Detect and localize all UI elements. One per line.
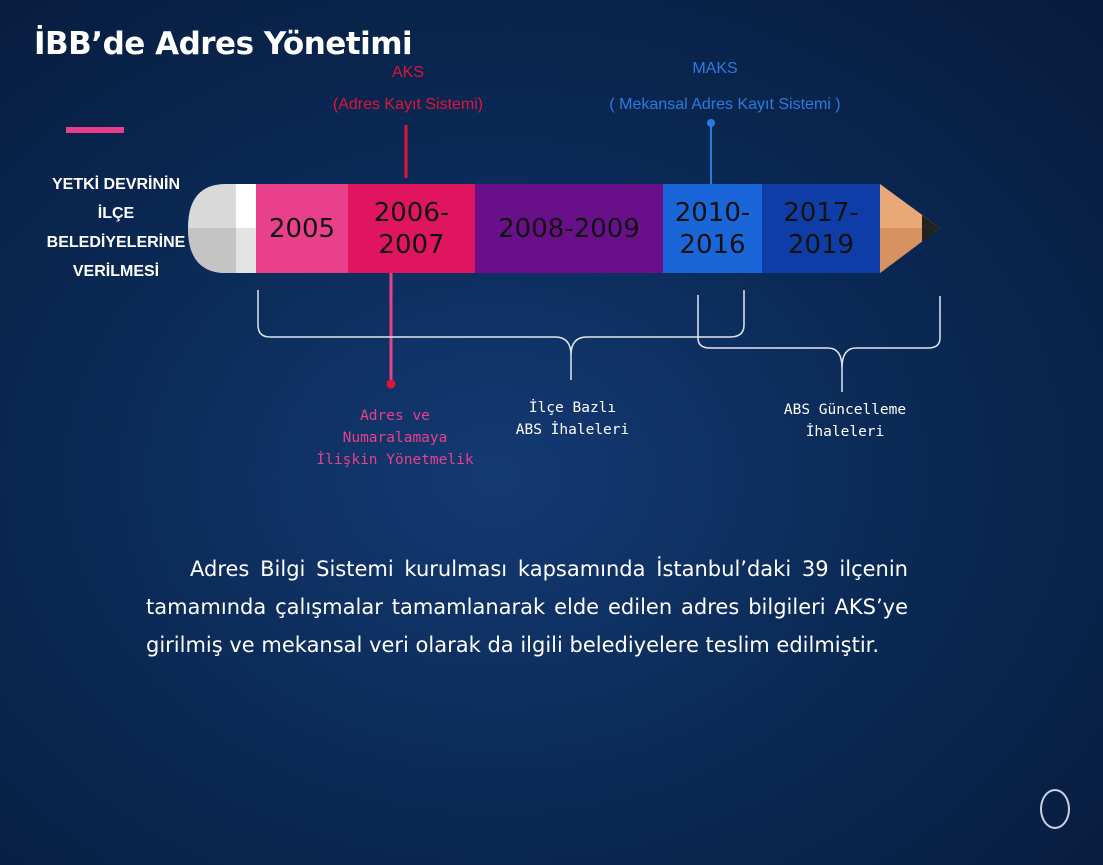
pencil-segment-2008-2009 bbox=[475, 184, 663, 273]
pencil-segment-2005 bbox=[256, 184, 348, 273]
update-tenders-brace bbox=[697, 295, 941, 392]
regulation-label: Adres ve Numaralamaya İlişkin Yönetmelik bbox=[316, 408, 474, 468]
update-tenders-label: ABS Güncelleme İhaleleri bbox=[783, 402, 907, 440]
pencil-segment-2006-2007 bbox=[348, 184, 475, 273]
side-label-line: BELEDİYELERİNE bbox=[46, 234, 186, 251]
regulation-connector-dot bbox=[386, 379, 396, 389]
district-tenders-brace bbox=[257, 290, 745, 380]
page-title: İBB’de Adres Yönetimi bbox=[34, 26, 413, 62]
side-label-line: İLÇE bbox=[97, 205, 135, 222]
segment-label-2006-2007: 2006-2007 bbox=[373, 198, 450, 260]
segment-label-2010-2016: 2010-2016 bbox=[674, 198, 751, 260]
pencil-segment-2010-2016 bbox=[663, 184, 762, 273]
segment-label-2005: 2005 bbox=[268, 214, 336, 244]
maks-subtitle: ( Mekansal Adres Kayıt Sistemi ) bbox=[609, 96, 841, 113]
pencil-segment-2017-2019 bbox=[762, 184, 880, 273]
pencil-timeline bbox=[188, 119, 941, 392]
aks-subtitle: (Adres Kayıt Sistemi) bbox=[332, 96, 484, 113]
maks-title: MAKS bbox=[692, 60, 738, 77]
side-label-line: YETKİ DEVRİNİN bbox=[51, 176, 180, 193]
pencil-lead bbox=[922, 215, 940, 242]
district-tenders-label: İlçe Bazlı ABS İhaleleri bbox=[515, 400, 630, 438]
side-label: YETKİ DEVRİNİN İLÇE BELEDİYELERİNE VERİL… bbox=[30, 170, 202, 286]
pencil-ferrule-shade bbox=[236, 228, 256, 273]
title-accent-bar bbox=[66, 127, 124, 133]
description-paragraph: Adres Bilgi Sistemi kurulması kapsamında… bbox=[146, 557, 908, 657]
segment-label-2008-2009: 2008-2009 bbox=[498, 214, 640, 244]
aks-title: AKS bbox=[391, 64, 424, 81]
segment-label-2017-2019: 2017-2019 bbox=[783, 198, 859, 260]
circle-icon bbox=[1040, 789, 1070, 829]
side-label-line: VERİLMESİ bbox=[72, 263, 160, 280]
